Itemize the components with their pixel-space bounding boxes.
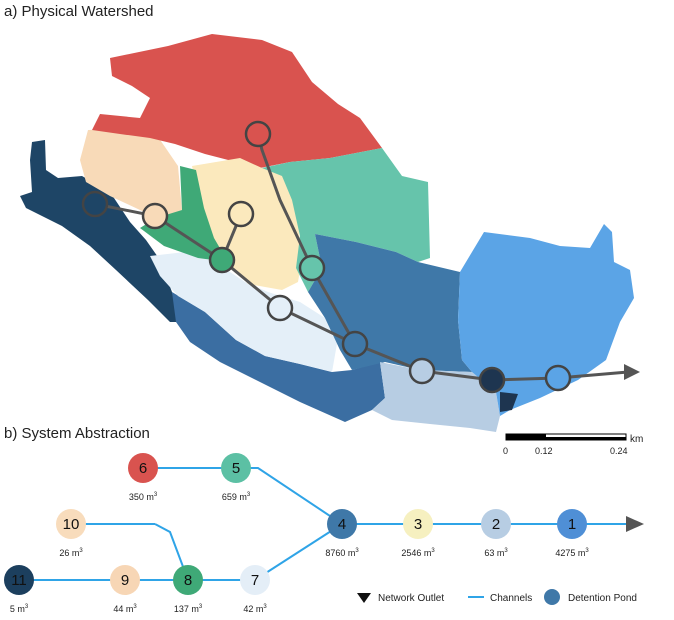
pond-node-volume: 44 m3: [113, 604, 137, 614]
scale-unit: km: [630, 434, 643, 445]
legend: Network Outlet Channels Detention Pond: [357, 589, 637, 605]
pond-node-volume: 42 m3: [243, 604, 267, 614]
subcatchment-2: [372, 362, 500, 432]
pond-node-circle: [557, 509, 587, 539]
map-node-6: [244, 120, 272, 148]
pond-node-volume: 2546 m3: [401, 548, 435, 558]
map-node-11: [81, 190, 109, 218]
scale-bar: km 0 0.12 0.24: [503, 433, 643, 456]
map-node-10: [227, 200, 255, 228]
pond-node-volume: 659 m3: [222, 492, 251, 502]
pond-node-circle: [56, 509, 86, 539]
scale-tick-2: 0.24: [610, 446, 628, 456]
map-node-7: [266, 294, 294, 322]
pond-node-10: 10 26 m3: [56, 509, 86, 558]
pond-node-volume: 4275 m3: [555, 548, 589, 558]
pond-node-volume: 26 m3: [59, 548, 83, 558]
map-nodes: [81, 120, 572, 394]
panel-a-title: a) Physical Watershed: [4, 3, 154, 20]
map-node-5: [298, 254, 326, 282]
map-node-4: [341, 330, 369, 358]
legend-pond-label: Detention Pond: [568, 593, 637, 604]
abstraction-graph: 1 4275 m3 2 63 m3 3 2546 m3 4 8760 m3 5 659 m3 6 35…: [4, 453, 644, 614]
pond-node-7: 7 42 m3: [240, 565, 270, 614]
pond-node-circle: [221, 453, 251, 483]
map-node-8: [208, 246, 236, 274]
pond-node-id: 7: [251, 572, 259, 589]
pond-node-circle: [481, 509, 511, 539]
subcatchment-9: [80, 128, 182, 218]
pond-node-6: 6 350 m3: [128, 453, 158, 502]
map-node-0: [544, 364, 572, 392]
node-layer: 1 4275 m3 2 63 m3 3 2546 m3 4 8760 m3 5 659 m3 6 35…: [4, 453, 589, 614]
pond-node-volume: 137 m3: [174, 604, 203, 614]
pond-node-volume: 8760 m3: [325, 548, 359, 558]
pond-node-id: 2: [492, 516, 500, 533]
watershed-map: km 0 0.12 0.24: [20, 34, 643, 456]
pond-node-volume: 350 m3: [129, 492, 158, 502]
outlet-arrow: [626, 516, 644, 532]
map-node-3: [408, 357, 436, 385]
pond-node-circle: [128, 453, 158, 483]
subcatchment-1: [458, 224, 634, 416]
pond-node-circle: [403, 509, 433, 539]
pond-node-9: 9 44 m3: [110, 565, 140, 614]
legend-outlet-label: Network Outlet: [378, 593, 444, 604]
scale-tick-0: 0: [503, 446, 508, 456]
pond-node-5: 5 659 m3: [221, 453, 251, 502]
pond-node-id: 9: [121, 572, 129, 589]
pond-node-id: 5: [232, 460, 240, 477]
subcatchment-5: [262, 148, 430, 292]
pond-node-1: 1 4275 m3: [555, 509, 589, 558]
subcatchment-4-south: [172, 292, 385, 422]
pond-node-2: 2 63 m3: [481, 509, 511, 558]
pond-node-volume: 5 m3: [10, 604, 29, 614]
map-node-9: [141, 202, 169, 230]
pond-node-volume: 63 m3: [484, 548, 508, 558]
channel-edges: [19, 467, 628, 581]
pond-node-id: 3: [414, 516, 422, 533]
subcatchment-11: [20, 140, 180, 322]
map-node-1: [478, 366, 506, 394]
subcatchment-7: [150, 252, 338, 372]
pond-node-11: 11 5 m3: [4, 565, 34, 614]
pond-node-3: 3 2546 m3: [401, 509, 435, 558]
pond-node-id: 4: [338, 516, 346, 533]
subcatchment-6: [92, 34, 382, 168]
pond-node-circle: [173, 565, 203, 595]
legend-channel-label: Channels: [490, 593, 532, 604]
legend-outlet-icon: [357, 593, 371, 603]
pond-node-8: 8 137 m3: [173, 565, 203, 614]
pond-node-circle: [327, 509, 357, 539]
pond-node-id: 10: [63, 516, 80, 533]
pond-node-id: 11: [11, 572, 27, 589]
panel-b-title: b) System Abstraction: [4, 425, 150, 442]
pond-node-4: 4 8760 m3: [325, 509, 359, 558]
subcatchment-8: [140, 166, 228, 262]
map-outlet-marker: [500, 392, 518, 412]
pond-node-id: 6: [139, 460, 147, 477]
pond-node-circle: [240, 565, 270, 595]
pond-node-circle: [110, 565, 140, 595]
legend-pond-icon: [544, 589, 560, 605]
pond-node-id: 1: [568, 516, 576, 533]
scale-tick-1: 0.12: [535, 446, 553, 456]
pond-node-circle: [4, 565, 34, 595]
pond-node-id: 8: [184, 572, 192, 589]
map-outlet-arrow: [624, 364, 640, 380]
